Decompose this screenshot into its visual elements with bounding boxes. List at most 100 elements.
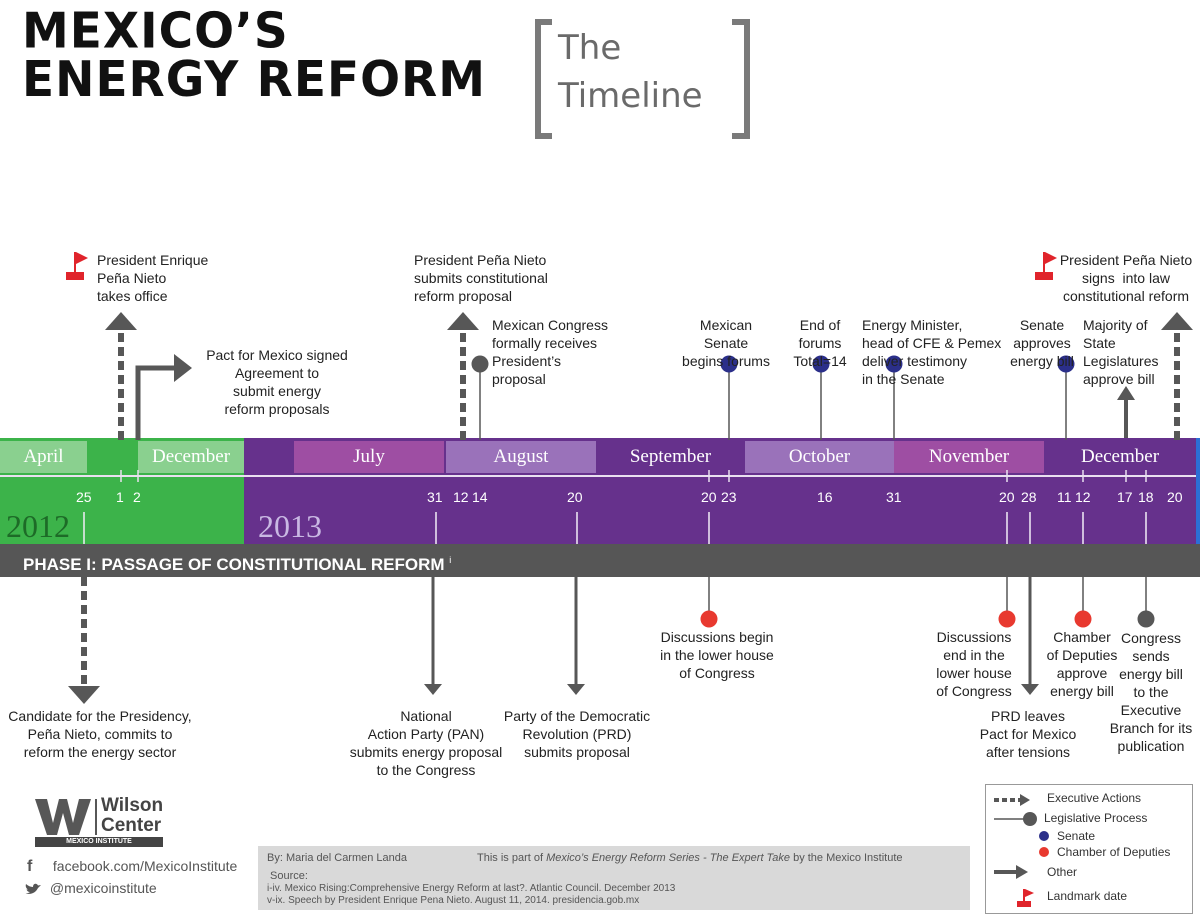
event-line: head of CFE & Pemex [862,335,1002,351]
event-line: lower house [936,665,1012,681]
month-april: April [0,441,87,473]
event-line: of Congress [936,683,1012,699]
twitter-icon [25,884,41,895]
day-label: 1 [116,489,124,505]
day-label: 23 [721,489,737,505]
logo-line-1: Wilson [101,795,164,816]
event-discussions-end: Discussions end in the lower house of Co… [928,628,1020,700]
event-prd-submits: Party of the Democratic Revolution (PRD)… [498,707,656,761]
series-name: Mexico’s Energy Reform Series - The Expe… [546,852,791,864]
title-line-2: ENERGY REFORM [22,50,486,109]
month-august: August [446,441,596,473]
month-september: September [629,446,712,467]
event-line: energy bill [1050,683,1114,699]
event-energy-minister: Energy Minister, head of CFE & Pemex del… [862,316,1001,388]
event-line: Mexican [699,317,753,333]
event-line: of Congress [679,665,755,681]
source-label: Source: [270,870,308,882]
day-label: 2 [133,489,141,505]
event-line: Congress [1121,630,1181,646]
event-line: to the [1133,684,1169,700]
day-label: 20 [1167,489,1183,505]
event-line: Total=14 [793,353,847,369]
legend-senate: Senate [1057,829,1096,843]
month-july: July [294,441,444,473]
event-line: Discussions begin [660,629,774,645]
event-pact-for-mexico: Pact for Mexico signed Agreement to subm… [200,346,354,418]
event-line: takes office [97,288,168,304]
event-pena-takes-office: President Enrique Peña Nieto takes offic… [97,251,208,305]
event-line: forums [798,335,842,351]
event-line: President’s [492,353,562,369]
legend-landmark: Landmark date [1047,889,1128,903]
title-line-1: MEXICO’S [22,2,289,61]
series-note: This is part of Mexico’s Energy Reform S… [477,852,903,864]
event-line: President Peña Nieto [414,252,547,268]
event-line: Mexican Congress [492,317,608,333]
source-2: v-ix. Speech by President Enrique Pena N… [267,895,640,906]
event-line: Discussions [936,629,1012,645]
event-line: end in the [943,647,1005,663]
event-line: deliver testimony [862,353,968,369]
event-senate-forums: Mexican Senate begins forums [664,316,788,370]
day-label: 31 [427,489,443,505]
event-line: State [1083,335,1116,351]
series-pre: This is part of [477,852,547,864]
event-line: Candidate for the Presidency, [8,708,192,724]
event-line: Action Party (PAN) [367,726,485,742]
event-line: Peña Nieto, commits to [27,726,173,742]
series-post: by the Mexico Institute [790,852,903,864]
day-label: 20 [701,489,717,505]
wilson-center-logo[interactable]: Wilson Center MEXICO INSTITUTE [35,795,165,847]
event-line: Branch for its [1109,720,1193,736]
day-label: 16 [817,489,833,505]
phase-bar: PHASE I: PASSAGE OF CONSTITUTIONAL REFOR… [0,544,1200,577]
event-line: approves [1013,335,1071,351]
event-line: begins forums [682,353,770,369]
event-line: sends [1132,648,1170,664]
event-line: approve bill [1083,371,1155,387]
event-line: after tensions [985,744,1071,760]
event-line: submits energy proposal [349,744,503,760]
source-box: By: Maria del Carmen Landa This is part … [258,846,970,910]
event-prd-leaves: PRD leaves Pact for Mexico after tension… [972,707,1084,761]
day-label: 31 [886,489,902,505]
event-line: submits constitutional [414,270,548,286]
band-edge [1196,438,1200,544]
event-line: Party of the Democratic [503,708,651,724]
event-candidate: Candidate for the Presidency, Peña Nieto… [2,707,198,761]
subtitle-timeline: Timeline [558,76,703,116]
event-line: Peña Nieto [97,270,167,286]
event-line: submits proposal [524,744,630,760]
logo-subtitle: MEXICO INSTITUTE [35,837,163,847]
logo-divider [95,799,97,835]
day-label: 28 [1021,489,1037,505]
month-october: October [745,441,894,473]
facebook-link[interactable]: f facebook.com/MexicoInstitute [27,858,237,876]
event-line: President Peña Nieto [1059,252,1193,268]
event-line: reform proposal [414,288,513,304]
logo-line-2: Center [101,815,162,836]
event-line: Energy Minister, [862,317,963,333]
wilson-w-icon [35,799,91,835]
legend-chamber: Chamber of Deputies [1057,845,1171,859]
event-line: Pact for Mexico signed [206,347,348,363]
day-label: 20 [567,489,583,505]
event-senate-approves: Senate approves energy bill [1004,316,1080,370]
year-2012: 2012 [6,508,70,544]
byline: By: Maria del Carmen Landa [267,852,408,864]
day-label: 17 [1117,489,1133,505]
event-line: End of [799,317,841,333]
event-line: approve [1056,665,1108,681]
event-line: Pact for Mexico [979,726,1077,742]
month-november: November [894,441,1044,473]
legend-other: Other [1047,865,1078,879]
day-label: 12 [1075,489,1091,505]
day-label: 12 [453,489,469,505]
twitter-link[interactable]: @mexicoinstitute [24,880,157,896]
event-line: reform proposals [224,401,330,417]
event-line: PRD leaves [991,708,1065,724]
phase-label: PHASE I: PASSAGE OF CONSTITUTIONAL REFOR… [23,554,445,574]
event-discussions-begin: Discussions begin in the lower house of … [646,628,788,682]
